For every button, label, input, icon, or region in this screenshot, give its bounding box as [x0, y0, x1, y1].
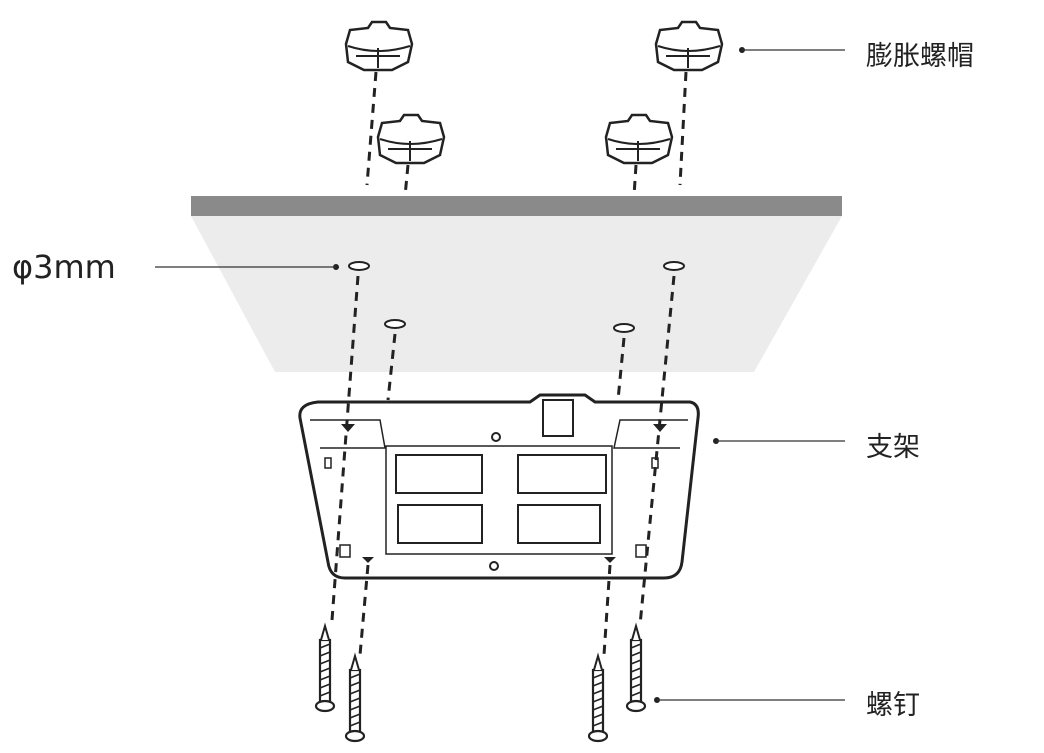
ceiling-face [191, 216, 842, 372]
guide-line [386, 333, 397, 401]
anchor-nut [344, 20, 414, 72]
screw [625, 624, 647, 713]
anchor-nut [604, 113, 674, 165]
guide-line [638, 275, 676, 626]
guide-line [365, 71, 378, 186]
ceiling-holes [348, 261, 685, 333]
guide-line [678, 71, 688, 186]
label-hole-size: φ3mm [12, 248, 116, 286]
leader-screw [654, 697, 845, 703]
screw [587, 654, 609, 743]
leader-bracket [713, 438, 845, 444]
leader-hole-size [155, 264, 339, 270]
guide-line [632, 164, 638, 197]
label-bracket: 支架 [866, 432, 920, 463]
screw [314, 624, 336, 713]
anchor-nut [376, 113, 446, 165]
label-anchor-nut: 膨胀螺帽 [866, 41, 974, 72]
screw [344, 654, 366, 743]
guide-line [403, 164, 410, 197]
leader-anchor-nut [739, 47, 845, 53]
bracket [298, 393, 700, 580]
guide-line [616, 337, 626, 401]
ceiling-edge [191, 196, 842, 216]
anchor-nut [654, 20, 724, 72]
label-screw: 螺钉 [866, 690, 920, 721]
